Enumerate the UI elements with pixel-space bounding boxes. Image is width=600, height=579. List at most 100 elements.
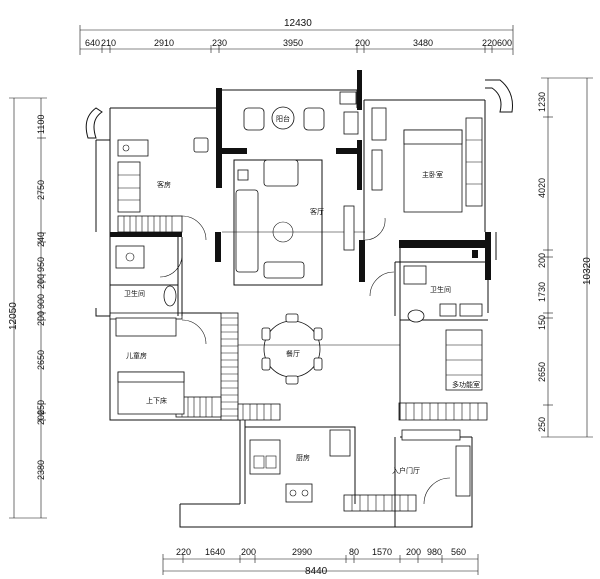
shower-tray-icon [115,245,145,269]
chair-icon [303,107,325,131]
hatched-walls [109,215,488,512]
stove-icon [285,483,313,503]
chair-icon [313,327,323,341]
bottom-dimensions: 220 1640 200 2990 80 1570 200 980 560 84… [162,547,479,577]
chair-icon [313,357,323,371]
dim-label: 2380 [36,460,46,480]
sofa-icon [235,189,259,273]
dim-label: 220 [176,547,191,557]
cabinet-icon [455,445,471,497]
dim-label: 980 [427,547,442,557]
room-label-dining-room: 餐厅 [286,349,300,358]
vanity-icon [459,303,483,317]
right-dimensions: 1230 4020 200 1730 150 2650 250 10320 [537,77,593,438]
dim-label: 240 [36,232,46,247]
fridge-icon [329,429,351,457]
left-total-dimension: 12050 [8,302,19,330]
living-room: 客厅 [222,159,365,286]
dim-label: 600 [497,38,512,48]
dresser-icon [371,149,383,191]
room-label-bunk-bed: 上下床 [146,396,167,405]
dim-label: 150 [537,315,547,330]
tv-unit-icon [343,205,355,251]
top-total-dimension: 12430 [284,18,312,29]
sink-icon [339,91,357,105]
side-table-icon [237,169,249,181]
double-sink-icon [249,439,281,475]
dim-label: 2650 [537,362,547,382]
balcony-room: 阳台 [243,91,359,135]
dim-label: 3480 [413,38,433,48]
desk-icon [115,317,177,337]
right-bathroom: 卫生间 [369,265,483,323]
dim-label: 210 [101,38,116,48]
dim-label: 1230 [537,92,547,112]
door-swing-icon [181,319,207,345]
room-label-entrance-foyer: 入户门厅 [392,466,420,475]
top-dimensions: 12430 640 210 2910 230 3950 200 3480 220… [79,18,514,55]
toilet-icon [193,137,209,153]
kitchen: 厨房 [249,429,351,503]
master-bedroom: 主卧室 [364,107,483,241]
dim-label: 250 [36,400,46,415]
dim-label: 230 [212,38,227,48]
dim-label: 1100 [36,115,46,134]
chair-icon [261,357,271,371]
dim-label: 2750 [36,180,46,200]
multi-function-room: 多功能室 [445,329,483,391]
room-label-living-room: 客厅 [310,207,324,216]
chair-icon [285,375,299,385]
dim-label: 200 [537,253,547,268]
wall-segment [216,146,222,188]
dim-label: 200 [406,547,421,557]
childrens-room: 儿童房 上下床 [115,317,207,415]
door-swing-icon [369,271,395,297]
door-swing-icon [364,217,386,241]
door-swing-icon [181,215,207,241]
room-label-childrens-room: 儿童房 [126,351,147,360]
dim-label: 2990 [292,547,312,557]
room-label-guest-bedroom: 客房 [157,180,171,189]
wardrobe-icon [117,161,141,213]
walls [95,70,497,528]
dim-label: 560 [451,547,466,557]
dim-label: 900 [36,294,46,309]
dim-label: 200 [36,311,46,326]
room-label-bathroom-right: 卫生间 [430,285,451,294]
dim-label: 200 [241,547,256,557]
guest-bedroom: 客房 [117,137,209,241]
room-label-multi-function-room: 多功能室 [452,380,480,389]
chair-icon [261,327,271,341]
nightstand-icon [371,107,387,141]
door-swing-icon [159,254,183,278]
right-total-dimension: 10320 [582,257,593,285]
entrance-foyer: 入户门厅 [392,429,471,505]
balconies [85,79,513,139]
appliance-icon [343,111,359,135]
dim-label: 220 [482,38,497,48]
entry-door-swing-icon [423,477,451,505]
dim-label: 200 [36,410,46,425]
dining-room: 餐厅 [238,313,400,385]
round-table-icon [271,106,295,130]
washbasin-icon [407,309,425,323]
dim-label: 1730 [537,282,547,302]
room-label-master-bedroom: 主卧室 [422,170,443,179]
shoe-cabinet-icon [401,429,461,441]
dining-table-icon [263,320,321,378]
dim-label: 3950 [283,38,303,48]
dim-label: 950 [36,257,46,272]
chair-icon [285,313,299,323]
dim-label: 2910 [154,38,174,48]
dim-label: 250 [537,417,547,432]
left-bathroom: 卫生间 [115,245,183,307]
bottom-total-dimension: 8440 [305,566,328,577]
dim-label: 640 [85,38,100,48]
room-label-bathroom-left: 卫生间 [124,289,145,298]
armchair-icon [263,159,299,187]
left-dimensions: 12050 1100 2750 240 950 200 900 200 2650… [8,97,47,519]
dim-label: 2650 [36,350,46,370]
toilet-icon [163,285,177,307]
toilet-icon [439,303,457,317]
